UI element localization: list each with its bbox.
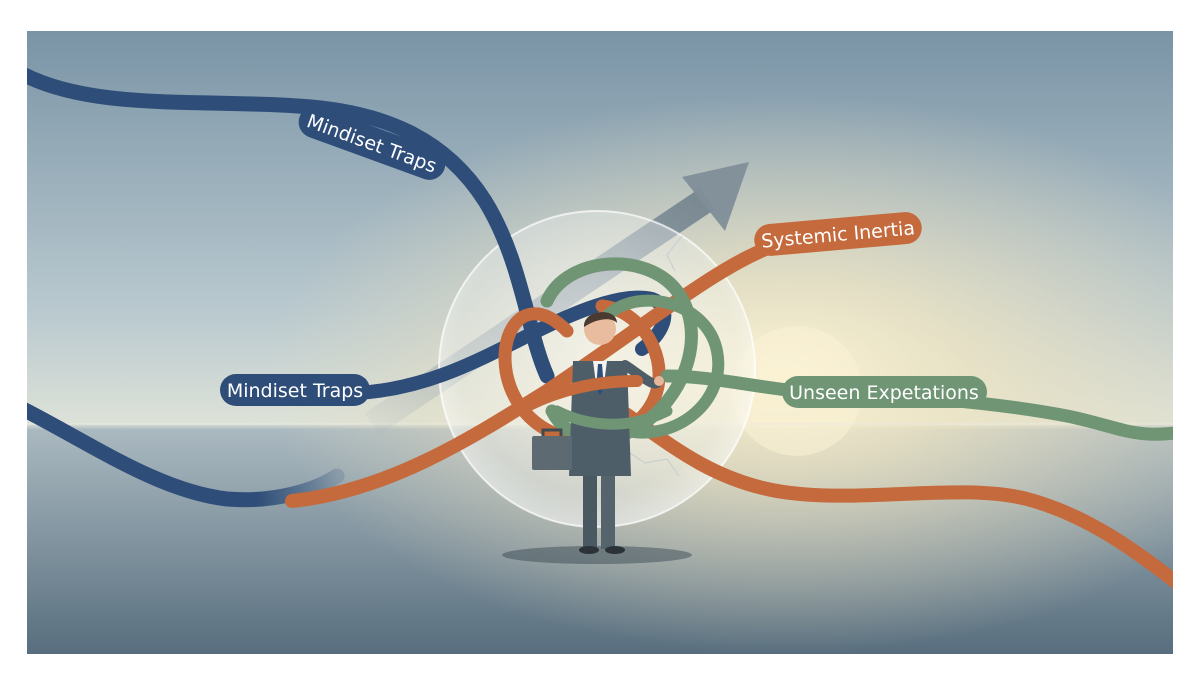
briefcase [532, 436, 572, 470]
orange-rope-lower-tail [580, 384, 1173, 589]
orange-rope-main [285, 224, 834, 508]
navy-rope-top [27, 67, 555, 384]
bubble-crack [626, 450, 680, 477]
navy-rope-bottom [27, 402, 345, 508]
label-unseen-expectations: Unseen Expetations [782, 376, 987, 408]
ground-shadow [502, 546, 692, 564]
label-unseen-expectations-pill [782, 376, 987, 408]
label-mindset-traps-top-pill [298, 106, 446, 180]
label-unseen-expectations-text: Unseen Expetations [789, 382, 979, 404]
knotted-ropes-illustration: Mindiset Traps Mindiset Traps Systemic I… [27, 31, 1173, 654]
label-mindset-traps-left-text: Mindiset Traps [227, 380, 363, 402]
illustration-frame: Mindiset Traps Mindiset Traps Systemic I… [27, 31, 1173, 654]
businessman-leg-left [583, 471, 597, 549]
businessman-hair [583, 312, 617, 327]
label-systemic-inertia-pill [754, 212, 922, 256]
green-rope-loop-2 [601, 294, 725, 439]
label-mindset-traps-left: Mindiset Traps [220, 374, 370, 406]
businessman-shoe-left [579, 546, 599, 554]
label-mindset-traps-left-pill [220, 374, 370, 406]
businessman-shoe-right [605, 546, 625, 554]
businessman-leg-right [601, 471, 615, 549]
bubble-crack-upper [666, 235, 683, 272]
briefcase-handle [541, 428, 563, 436]
orange-rope-front [521, 375, 643, 412]
green-rope-front [551, 405, 673, 430]
businessman-hand [654, 376, 664, 386]
